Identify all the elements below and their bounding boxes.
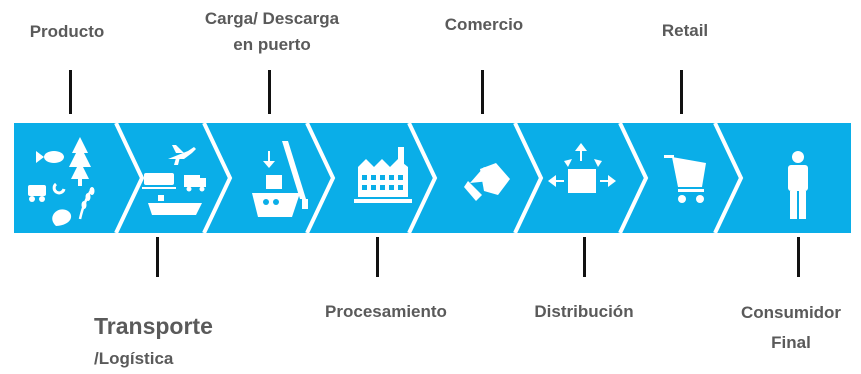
handshake-icon <box>464 163 510 201</box>
chevron-separator <box>202 123 233 233</box>
stage-label-retail: Retail <box>661 21 709 40</box>
chevron-separator <box>713 123 744 233</box>
plane-train-truck-ship-icon <box>142 145 206 215</box>
stage-tick <box>680 70 683 114</box>
stage-label-carga-descarga: Carga/ Descarga en puerto <box>204 9 340 54</box>
chevron-separator <box>618 123 649 233</box>
person-icon <box>788 151 808 219</box>
stage-tick <box>268 70 271 114</box>
chevron-separator <box>513 123 544 233</box>
fish-tree-wheat-leaf-icon <box>28 137 95 226</box>
box-arrows-icon <box>548 143 616 193</box>
stage-label-consumidor-final: Consumidor Final <box>740 303 842 352</box>
shopping-cart-icon <box>664 155 706 203</box>
factory-icon <box>354 147 412 203</box>
stage-tick <box>583 237 586 277</box>
stage-tick <box>797 237 800 277</box>
stage-tick <box>69 70 72 114</box>
chevron-separator <box>305 123 336 233</box>
stage-label-comercio: Comercio <box>444 15 524 34</box>
stage-label-producto: Producto <box>29 22 105 41</box>
crane-ship-icon <box>252 141 308 217</box>
stage-tick <box>481 70 484 114</box>
stage-label-transporte: Transporte /Logística <box>94 313 213 368</box>
chevron-separator <box>407 123 438 233</box>
chevron-separator <box>114 123 145 233</box>
stage-label-distribucion: Distribución <box>534 302 634 321</box>
stage-tick <box>156 237 159 277</box>
stage-label-procesamiento: Procesamiento <box>325 302 447 321</box>
stage-tick <box>376 237 379 277</box>
